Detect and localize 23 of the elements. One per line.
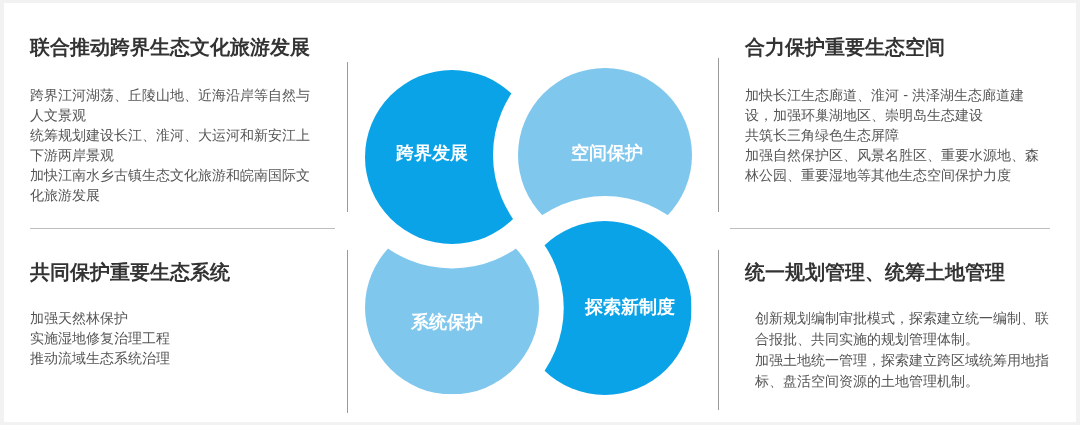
- segment-label: 探索新制度: [585, 296, 675, 318]
- section-heading: 共同保护重要生态系统: [30, 261, 230, 285]
- body-text: 实施湿地修复治理工程: [30, 329, 170, 348]
- segment-label: 跨界发展: [396, 142, 468, 164]
- segment-label: 系统保护: [411, 311, 483, 333]
- body-text: 统筹规划建设长江、淮河、大运河和新安江上下游两岸景观: [30, 126, 311, 165]
- section-heading: 合力保护重要生态空间: [745, 36, 945, 60]
- crescent-shape: [365, 70, 514, 244]
- crescent-shape: [365, 248, 539, 395]
- body-text: 共筑长三角绿色生态屏障: [745, 126, 899, 145]
- crescent-shape: [544, 221, 692, 395]
- crescent-shape: [518, 68, 692, 216]
- section-heading: 统一规划管理、统筹土地管理: [745, 261, 1005, 285]
- body-text: 加快长江生态廊道、淮河 - 洪泽湖生态廊道建设，加强环巢湖地区、崇明岛生态建设: [745, 86, 1026, 125]
- body-text: 加快江南水乡古镇生态文化旅游和皖南国际文化旅游发展: [30, 166, 311, 205]
- body-text: 加强自然保护区、风景名胜区、重要水源地、森林公园、重要湿地等其他生态空间保护力度: [745, 146, 1040, 185]
- segment-label: 空间保护: [571, 142, 643, 164]
- body-text: 加强天然林保护: [30, 309, 128, 328]
- body-text: 推动流域生态系统治理: [30, 349, 170, 368]
- body-text: 加强土地统一管理，探索建立跨区域统筹用地指标、盘活空间资源的土地管理机制。: [755, 351, 1050, 391]
- section-heading: 联合推动跨界生态文化旅游发展: [30, 36, 310, 60]
- body-text: 跨界江河湖荡、丘陵山地、近海沿岸等自然与人文景观: [30, 86, 311, 125]
- body-text: 创新规划编制审批模式，探索建立统一编制、联合报批、共同实施的规划管理体制。: [755, 309, 1050, 349]
